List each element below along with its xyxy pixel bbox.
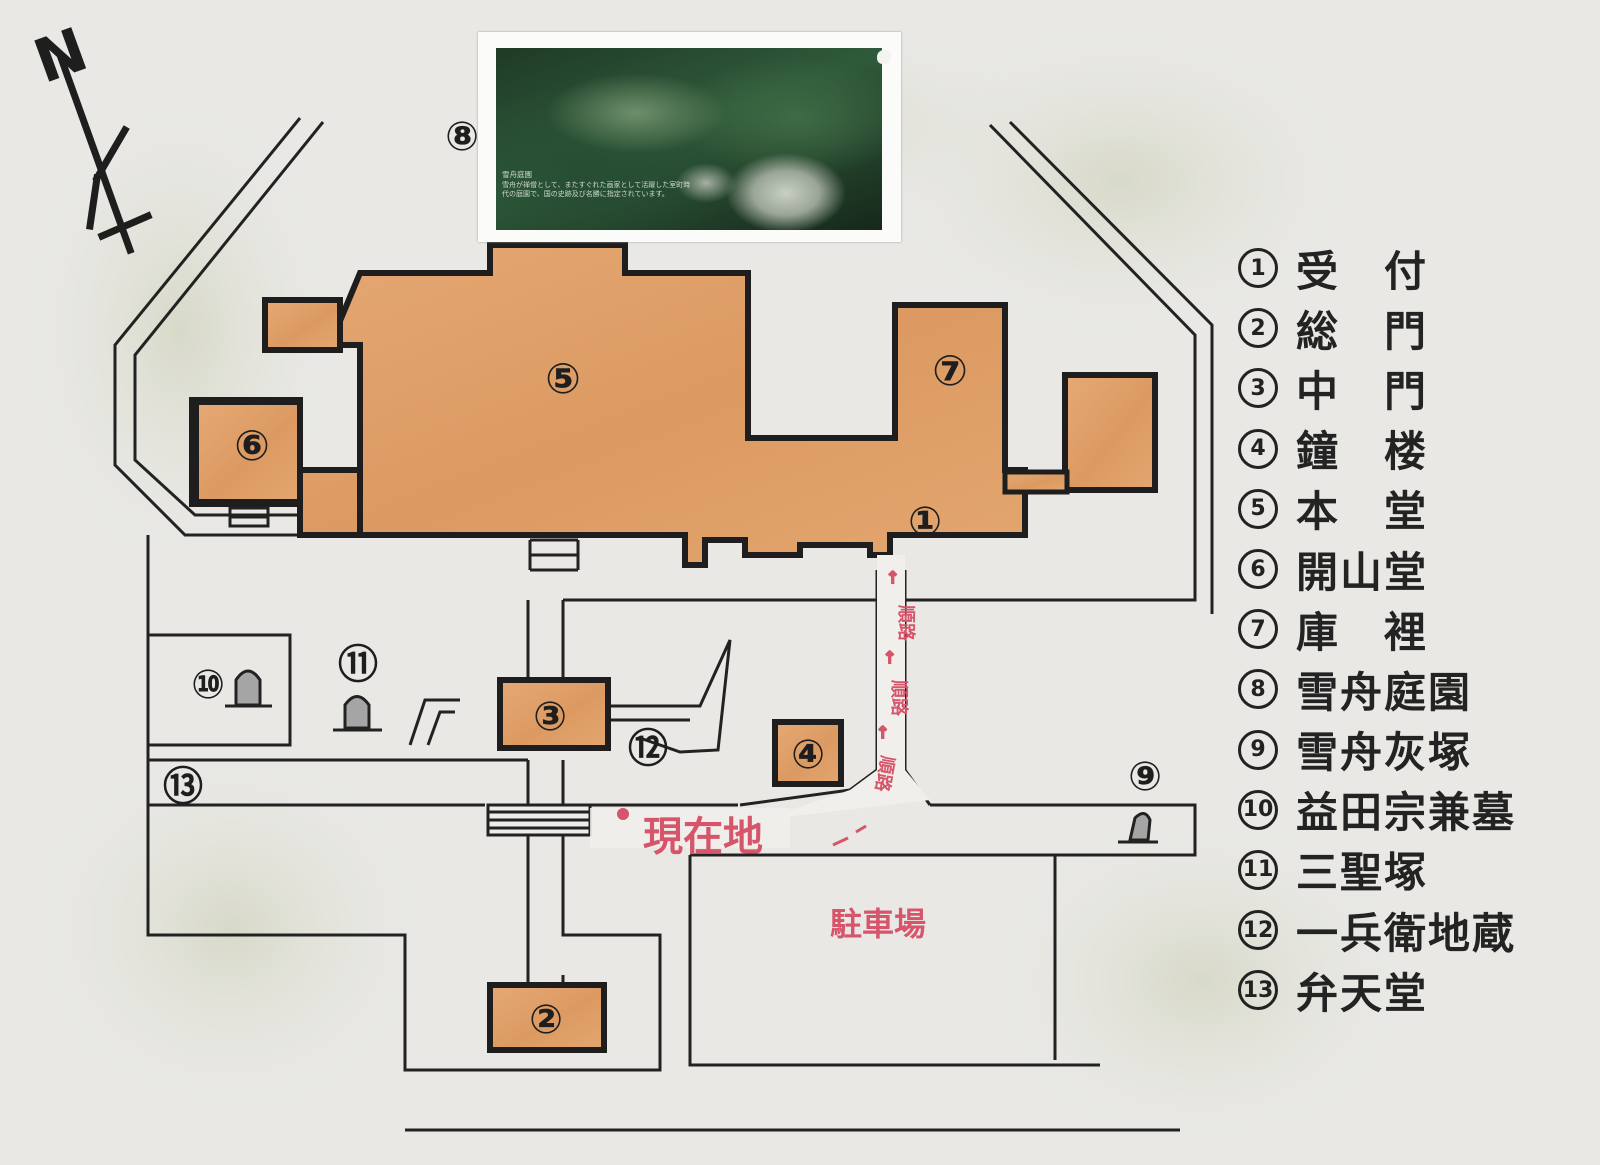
legend-number: 6 xyxy=(1238,549,1278,590)
legend-item: 7 庫 裡 xyxy=(1238,599,1583,659)
marker-sesshu-ashes: ⑨ xyxy=(1128,754,1162,800)
legend-number: 8 xyxy=(1238,669,1278,710)
photo-tape xyxy=(877,50,891,64)
founders-hall-steps xyxy=(228,506,270,528)
current-location-label: 現在地 xyxy=(643,814,763,860)
legend-name: 一兵衛地蔵 xyxy=(1296,908,1517,958)
legend-name: 弁天堂 xyxy=(1296,968,1429,1018)
parking-label: 駐車場 xyxy=(830,905,926,943)
main-hall-annex-west xyxy=(262,297,343,353)
legend-number: 12 xyxy=(1238,910,1278,951)
legend-name: 雪舟灰塚 xyxy=(1296,728,1473,778)
marker-middle-gate: ③ xyxy=(533,694,567,740)
main-hall-steps xyxy=(528,538,580,572)
route-label-2: 順路 xyxy=(888,680,910,717)
legend-item: 2 総 門 xyxy=(1238,298,1583,358)
marker-kuri: ⑦ xyxy=(932,346,968,395)
route-path xyxy=(760,555,930,820)
legend-item: 4 鐘 楼 xyxy=(1238,419,1583,479)
legend-name: 庫 裡 xyxy=(1296,607,1429,657)
marker-sansei-mound: ⑪ xyxy=(338,642,378,688)
marker-bell-tower: ④ xyxy=(791,732,825,778)
legend-name: 総 門 xyxy=(1296,306,1429,356)
legend-name: 益田宗兼墓 xyxy=(1296,788,1517,838)
current-location-dot xyxy=(617,808,629,820)
svg-text:↑: ↑ xyxy=(883,648,896,667)
route-arrows: ↑ ↑ ↑ xyxy=(875,567,900,743)
kuri-connector xyxy=(1002,469,1070,495)
legend-name: 雪舟庭園 xyxy=(1296,667,1473,717)
bell-tower-building xyxy=(772,719,844,787)
legend-number: 13 xyxy=(1238,970,1278,1011)
legend-name: 三聖塚 xyxy=(1296,848,1429,898)
svg-text:↑: ↑ xyxy=(876,723,889,742)
bridge xyxy=(486,803,592,837)
legend-name: 中 門 xyxy=(1296,366,1429,416)
main-hall-building xyxy=(189,242,1028,568)
photo-caption-title: 雪舟庭園 xyxy=(502,170,532,179)
sesshu-garden-photo: 雪舟庭園 雪舟が禅僧として、またすぐれた画家として活躍した室町時代の庭園で、国の… xyxy=(496,48,882,230)
legend-name: 開山堂 xyxy=(1296,547,1429,597)
svg-text:↑: ↑ xyxy=(886,568,899,587)
sesshu-ashes-mound-icon xyxy=(1118,812,1158,844)
route-label-1: 順路 xyxy=(895,605,917,642)
legend-number: 3 xyxy=(1238,368,1278,409)
legend-item: 3 中 門 xyxy=(1238,358,1583,418)
legend-name: 鐘 楼 xyxy=(1296,427,1429,477)
legend-item: 5 本 堂 xyxy=(1238,479,1583,539)
middle-gate-building xyxy=(497,677,611,751)
legend-item: 8 雪舟庭園 xyxy=(1238,659,1583,719)
legend-number: 10 xyxy=(1238,789,1278,830)
legend-item: 11 三聖塚 xyxy=(1238,840,1583,900)
sansei-mound-icon xyxy=(333,695,382,732)
legend-number: 5 xyxy=(1238,488,1278,529)
photo-caption-text: 雪舟が禅僧として、またすぐれた画家として活躍した室町時代の庭園で、国の史跡及び名… xyxy=(502,181,691,198)
sesshu-garden-photo-frame: 雪舟庭園 雪舟が禅僧として、またすぐれた画家として活躍した室町時代の庭園で、国の… xyxy=(478,32,901,242)
founders-hall-building xyxy=(193,399,303,505)
legend-item: 10 益田宗兼墓 xyxy=(1238,780,1583,840)
legend-name: 受 付 xyxy=(1296,246,1429,296)
legend-number: 11 xyxy=(1238,849,1278,890)
marker-masuda-grave: ⑩ xyxy=(191,662,225,708)
legend-item: 9 雪舟灰塚 xyxy=(1238,720,1583,780)
marker-ippei-jizo: ⑫ xyxy=(628,726,668,772)
legend-item: 6 開山堂 xyxy=(1238,539,1583,599)
marker-reception: ① xyxy=(908,499,942,545)
legend-item: 1 受 付 xyxy=(1238,238,1583,298)
marker-benten-hall: ⑬ xyxy=(163,764,203,810)
legend-item: 12 一兵衛地蔵 xyxy=(1238,900,1583,960)
north-arrow-icon xyxy=(55,50,153,255)
main-gate-building xyxy=(487,982,607,1053)
legend-number: 9 xyxy=(1238,729,1278,770)
legend-number: 1 xyxy=(1238,248,1278,289)
photo-caption: 雪舟庭園 雪舟が禅僧として、またすぐれた画家として活躍した室町時代の庭園で、国の… xyxy=(502,170,692,199)
marker-founders-hall: ⑥ xyxy=(234,421,270,470)
marker-main-gate: ② xyxy=(529,997,563,1043)
marker-main-hall: ⑤ xyxy=(545,354,581,403)
legend-number: 4 xyxy=(1238,428,1278,469)
legend-name: 本 堂 xyxy=(1296,487,1429,537)
legend-number: 7 xyxy=(1238,609,1278,650)
marker-sesshu-garden: ⑧ xyxy=(445,114,479,160)
legend-item: 13 弁天堂 xyxy=(1238,960,1583,1020)
route-dash xyxy=(832,824,867,847)
kuri-annex-east xyxy=(1062,372,1158,493)
legend-number: 2 xyxy=(1238,308,1278,349)
masuda-grave-icon xyxy=(225,669,272,708)
